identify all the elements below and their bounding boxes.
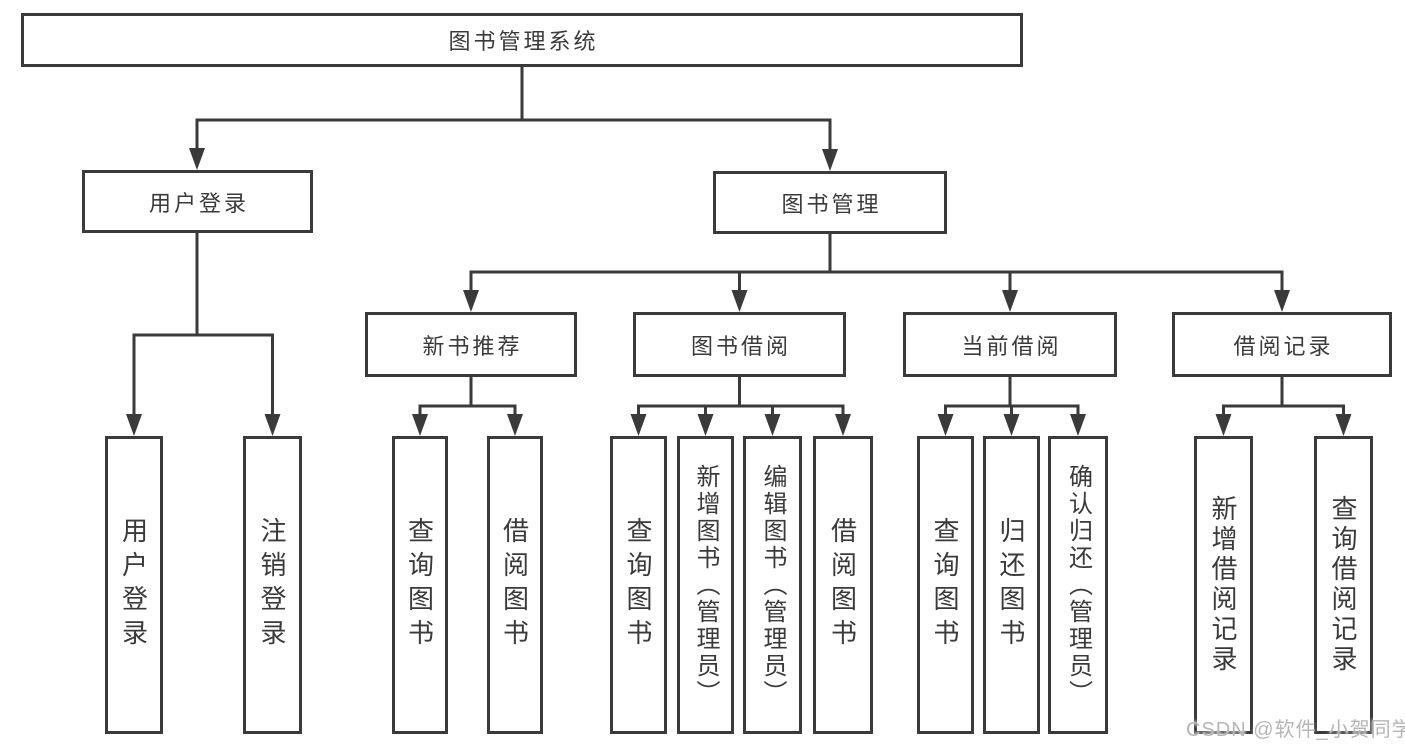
leaf-confirm-return-admin-label: 确认归还（管理员） (1064, 463, 1092, 707)
leaf-return-books: 归还图书 (983, 436, 1040, 734)
node-current-borrow-label: 当前借阅 (961, 333, 1062, 359)
leaf-edit-books-admin: 编辑图书（管理员） (743, 436, 802, 734)
leaf-add-books-admin-label: 新增图书（管理员） (692, 463, 719, 707)
leaf-logout-label: 注销登录 (257, 517, 287, 653)
leaf-query-borrow-record-label: 查询借阅记录 (1328, 495, 1358, 675)
node-user-login-label: 用户登录 (148, 190, 249, 216)
node-library-system: 图书管理系统 (21, 13, 1023, 67)
leaf-user-login-label: 用户登录 (118, 517, 149, 653)
csdn-watermark: CSDN @软件_小贺同学 (1186, 719, 1405, 741)
node-user-login: 用户登录 (82, 170, 313, 233)
node-new-book-recommend: 新书推荐 (365, 312, 577, 377)
arrowheads (126, 148, 1352, 436)
node-current-borrow: 当前借阅 (903, 312, 1117, 377)
node-library-system-label: 图书管理系统 (448, 29, 599, 54)
node-new-book-recommend-label: 新书推荐 (422, 333, 523, 359)
leaf-query-books-current-label: 查询图书 (930, 517, 960, 653)
node-borrow-records-label: 借阅记录 (1233, 333, 1334, 359)
node-book-borrow: 图书借阅 (633, 312, 846, 377)
leaf-add-books-admin: 新增图书（管理员） (677, 436, 734, 734)
leaf-confirm-return-admin: 确认归还（管理员） (1048, 436, 1108, 734)
leaf-query-books-borrow: 查询图书 (610, 436, 667, 734)
leaf-borrow-books: 借阅图书 (813, 436, 873, 734)
leaf-query-books-borrow-label: 查询图书 (623, 517, 653, 653)
leaf-logout: 注销登录 (243, 436, 302, 734)
node-book-management-label: 图书管理 (781, 191, 882, 217)
leaf-add-borrow-record-label: 新增借阅记录 (1208, 495, 1238, 675)
leaf-add-borrow-record: 新增借阅记录 (1194, 436, 1253, 734)
leaf-edit-books-admin-label: 编辑图书（管理员） (759, 463, 786, 707)
leaf-query-borrow-record: 查询借阅记录 (1314, 436, 1373, 734)
leaf-query-books-current: 查询图书 (917, 436, 974, 734)
node-borrow-records: 借阅记录 (1172, 312, 1392, 377)
leaf-query-books-recommend: 查询图书 (392, 436, 448, 734)
leaf-query-books-recommend-label: 查询图书 (404, 517, 435, 653)
node-book-borrow-label: 图书借阅 (690, 333, 791, 359)
node-book-management: 图书管理 (713, 171, 947, 234)
leaf-return-books-label: 归还图书 (996, 517, 1026, 653)
leaf-borrow-books-recommend-label: 借阅图书 (499, 517, 530, 653)
leaf-borrow-books-label: 借阅图书 (827, 517, 858, 653)
leaf-user-login: 用户登录 (105, 436, 163, 734)
leaf-borrow-books-recommend: 借阅图书 (487, 436, 543, 734)
